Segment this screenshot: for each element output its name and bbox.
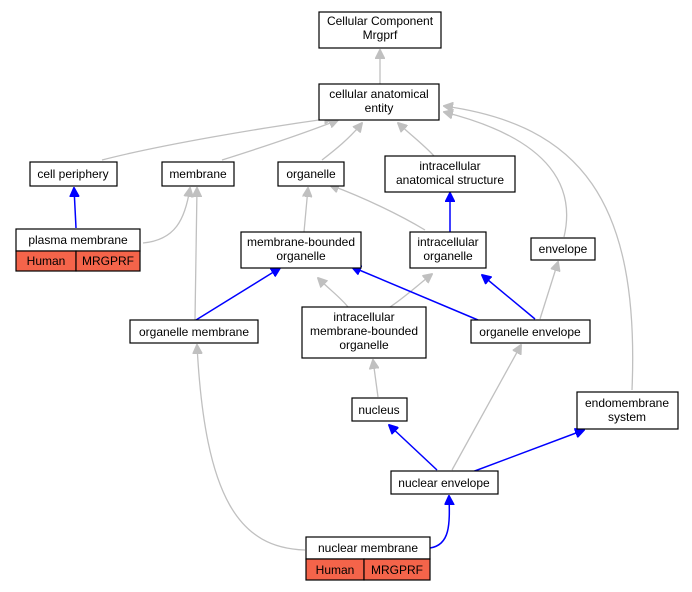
annotation-species-label: Human <box>27 254 66 268</box>
node-label-line: organelle envelope <box>479 325 581 339</box>
node-membrane[interactable]: membrane <box>161 161 235 187</box>
edge-ias-to-cae <box>398 123 435 157</box>
node-label-line: nuclear membrane <box>318 541 418 555</box>
edge-nuclear-envelope-to-organelle-envelope <box>451 345 521 471</box>
node-nucleus[interactable]: nucleus <box>351 397 408 422</box>
node-label-line: organelle <box>423 249 473 263</box>
node-label-line: organelle <box>286 167 336 181</box>
annotation-species-label: Human <box>316 563 355 577</box>
node-nuclear-membrane[interactable]: nuclear membrane Human MRGPRF <box>305 536 431 581</box>
edge-organelle-membrane-to-membrane <box>195 188 197 321</box>
node-organelle-membrane[interactable]: organelle membrane <box>129 319 259 344</box>
node-label-line: intracellular <box>417 235 478 249</box>
edges <box>74 50 634 551</box>
node-label-line: organelle <box>339 338 389 352</box>
node-intracellular-anatomical-structure[interactable]: intracellular anatomical structure <box>384 155 516 193</box>
edge-plasma-membrane-part-of-cell-periphery <box>74 188 76 229</box>
edge-imbo-to-io <box>389 274 432 308</box>
edge-organelle-envelope-part-of-mbo <box>352 267 479 321</box>
node-label-line: Mrgprf <box>363 28 398 42</box>
node-nuclear-envelope[interactable]: nuclear envelope <box>390 470 499 495</box>
node-label-line: intracellular <box>333 310 394 324</box>
node-label-line: intracellular <box>419 159 480 173</box>
node-label-line: cellular anatomical <box>329 87 428 101</box>
edge-imbo-to-mbo <box>318 278 349 308</box>
edge-nuclear-membrane-to-organelle-membrane <box>197 345 306 551</box>
node-label-line: cell periphery <box>37 167 108 181</box>
edge-organelle-envelope-part-of-io <box>482 275 536 320</box>
annotation-gene-cell <box>363 558 431 581</box>
node-intracellular-membrane-bounded-organelle[interactable]: intracellular membrane-bounded organelle <box>301 306 427 359</box>
node-cell-periphery[interactable]: cell periphery <box>29 161 118 187</box>
node-label-line: endomembrane <box>585 396 669 410</box>
node-envelope[interactable]: envelope <box>530 237 596 261</box>
node-intracellular-organelle[interactable]: intracellular organelle <box>409 231 487 269</box>
edge-envelope-to-cae <box>444 112 568 238</box>
edge-nucleus-to-imbo <box>373 360 378 398</box>
node-endomembrane-system[interactable]: endomembrane system <box>576 391 679 430</box>
edge-endomembrane-to-cae <box>444 106 634 391</box>
annotation-gene-label: MRGPRF <box>82 254 134 268</box>
node-root[interactable]: Cellular Component Mrgprf <box>318 11 442 49</box>
node-label-line: organelle membrane <box>139 325 249 339</box>
node-organelle[interactable]: organelle <box>277 161 345 187</box>
node-label-line: system <box>608 410 646 424</box>
node-label-line: nuclear envelope <box>398 476 490 490</box>
node-label-line: Cellular Component <box>327 14 434 28</box>
edge-organelle-to-cae <box>321 123 362 161</box>
node-organelle-envelope[interactable]: organelle envelope <box>470 319 591 344</box>
edge-cell-periphery-to-cae <box>101 118 333 161</box>
node-label-line: membrane-bounded <box>247 235 355 249</box>
edge-organelle-membrane-part-of-mbo <box>195 268 280 321</box>
edge-nuclear-envelope-part-of-nucleus <box>389 425 438 471</box>
node-label-line: envelope <box>539 242 588 256</box>
annotation-gene-label: MRGPRF <box>371 563 423 577</box>
annotation-gene-cell <box>75 250 141 272</box>
node-plasma-membrane[interactable]: plasma membrane Human MRGPRF <box>15 228 141 272</box>
node-label-line: organelle <box>276 249 326 263</box>
edge-organelle-envelope-to-envelope <box>539 262 558 320</box>
node-cellular-anatomical-entity[interactable]: cellular anatomical entity <box>318 83 440 121</box>
node-label-line: plasma membrane <box>28 233 128 247</box>
node-label-line: nucleus <box>358 403 399 417</box>
edge-membrane-to-cae <box>221 120 338 161</box>
node-label-line: entity <box>365 101 394 115</box>
node-label-line: membrane-bounded <box>310 324 418 338</box>
node-label-line: anatomical structure <box>396 173 504 187</box>
edge-io-to-organelle <box>330 185 426 231</box>
edge-mbo-to-organelle <box>304 188 308 233</box>
node-label-line: membrane <box>169 167 227 181</box>
edge-nuclear-envelope-part-of-endomembrane <box>471 430 584 473</box>
edge-plasma-membrane-to-membrane <box>142 188 190 244</box>
node-membrane-bounded-organelle[interactable]: membrane-bounded organelle <box>240 231 362 269</box>
edge-nuclear-membrane-part-of-nuclear-envelope <box>429 496 449 549</box>
